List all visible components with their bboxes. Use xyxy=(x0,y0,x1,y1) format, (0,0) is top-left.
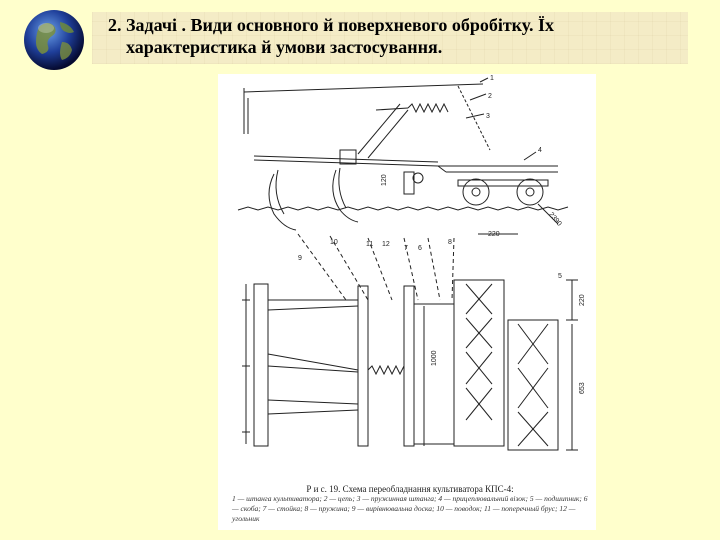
slide-title: 2. Задачі . Види основного й поверхневог… xyxy=(108,14,688,58)
globe-icon xyxy=(24,10,84,70)
label-1: 1 xyxy=(490,75,494,82)
dim-220-side: 220 xyxy=(488,231,500,238)
label-4: 4 xyxy=(538,147,542,154)
label-12: 12 xyxy=(382,241,390,248)
label-10: 10 xyxy=(330,239,338,246)
title-background xyxy=(92,12,688,64)
slide-title-line-2: характеристика й умови застосування. xyxy=(126,37,443,57)
label-8: 8 xyxy=(448,239,452,246)
label-6: 6 xyxy=(418,245,422,252)
dim-220-plan: 220 xyxy=(579,294,586,306)
figure-caption: Р и с. 19. Схема переобладнання культива… xyxy=(232,484,588,524)
label-9: 9 xyxy=(298,255,302,262)
figure-caption-text: 1 — штанга культиватора; 2 — цепь; 3 — п… xyxy=(232,494,588,523)
label-7: 7 xyxy=(404,245,408,252)
cultivator-scheme-drawing: 1 2 3 4 5 6 7 8 9 10 11 12 220 120 2390 … xyxy=(237,75,586,451)
label-11: 11 xyxy=(366,241,373,248)
dim-653: 653 xyxy=(579,382,586,394)
dim-2390: 2390 xyxy=(547,211,562,228)
label-5: 5 xyxy=(558,273,562,280)
label-2: 2 xyxy=(488,93,492,100)
dim-1000: 1000 xyxy=(431,350,438,366)
dim-120: 120 xyxy=(381,174,388,186)
figure-caption-title: Р и с. 19. Схема переобладнання культива… xyxy=(306,484,514,494)
slide-title-line-1: 2. Задачі . Види основного й поверхневог… xyxy=(108,15,554,35)
technical-drawing: 1 2 3 4 5 6 7 8 9 10 11 12 220 120 2390 … xyxy=(218,74,596,530)
label-3: 3 xyxy=(486,113,490,120)
